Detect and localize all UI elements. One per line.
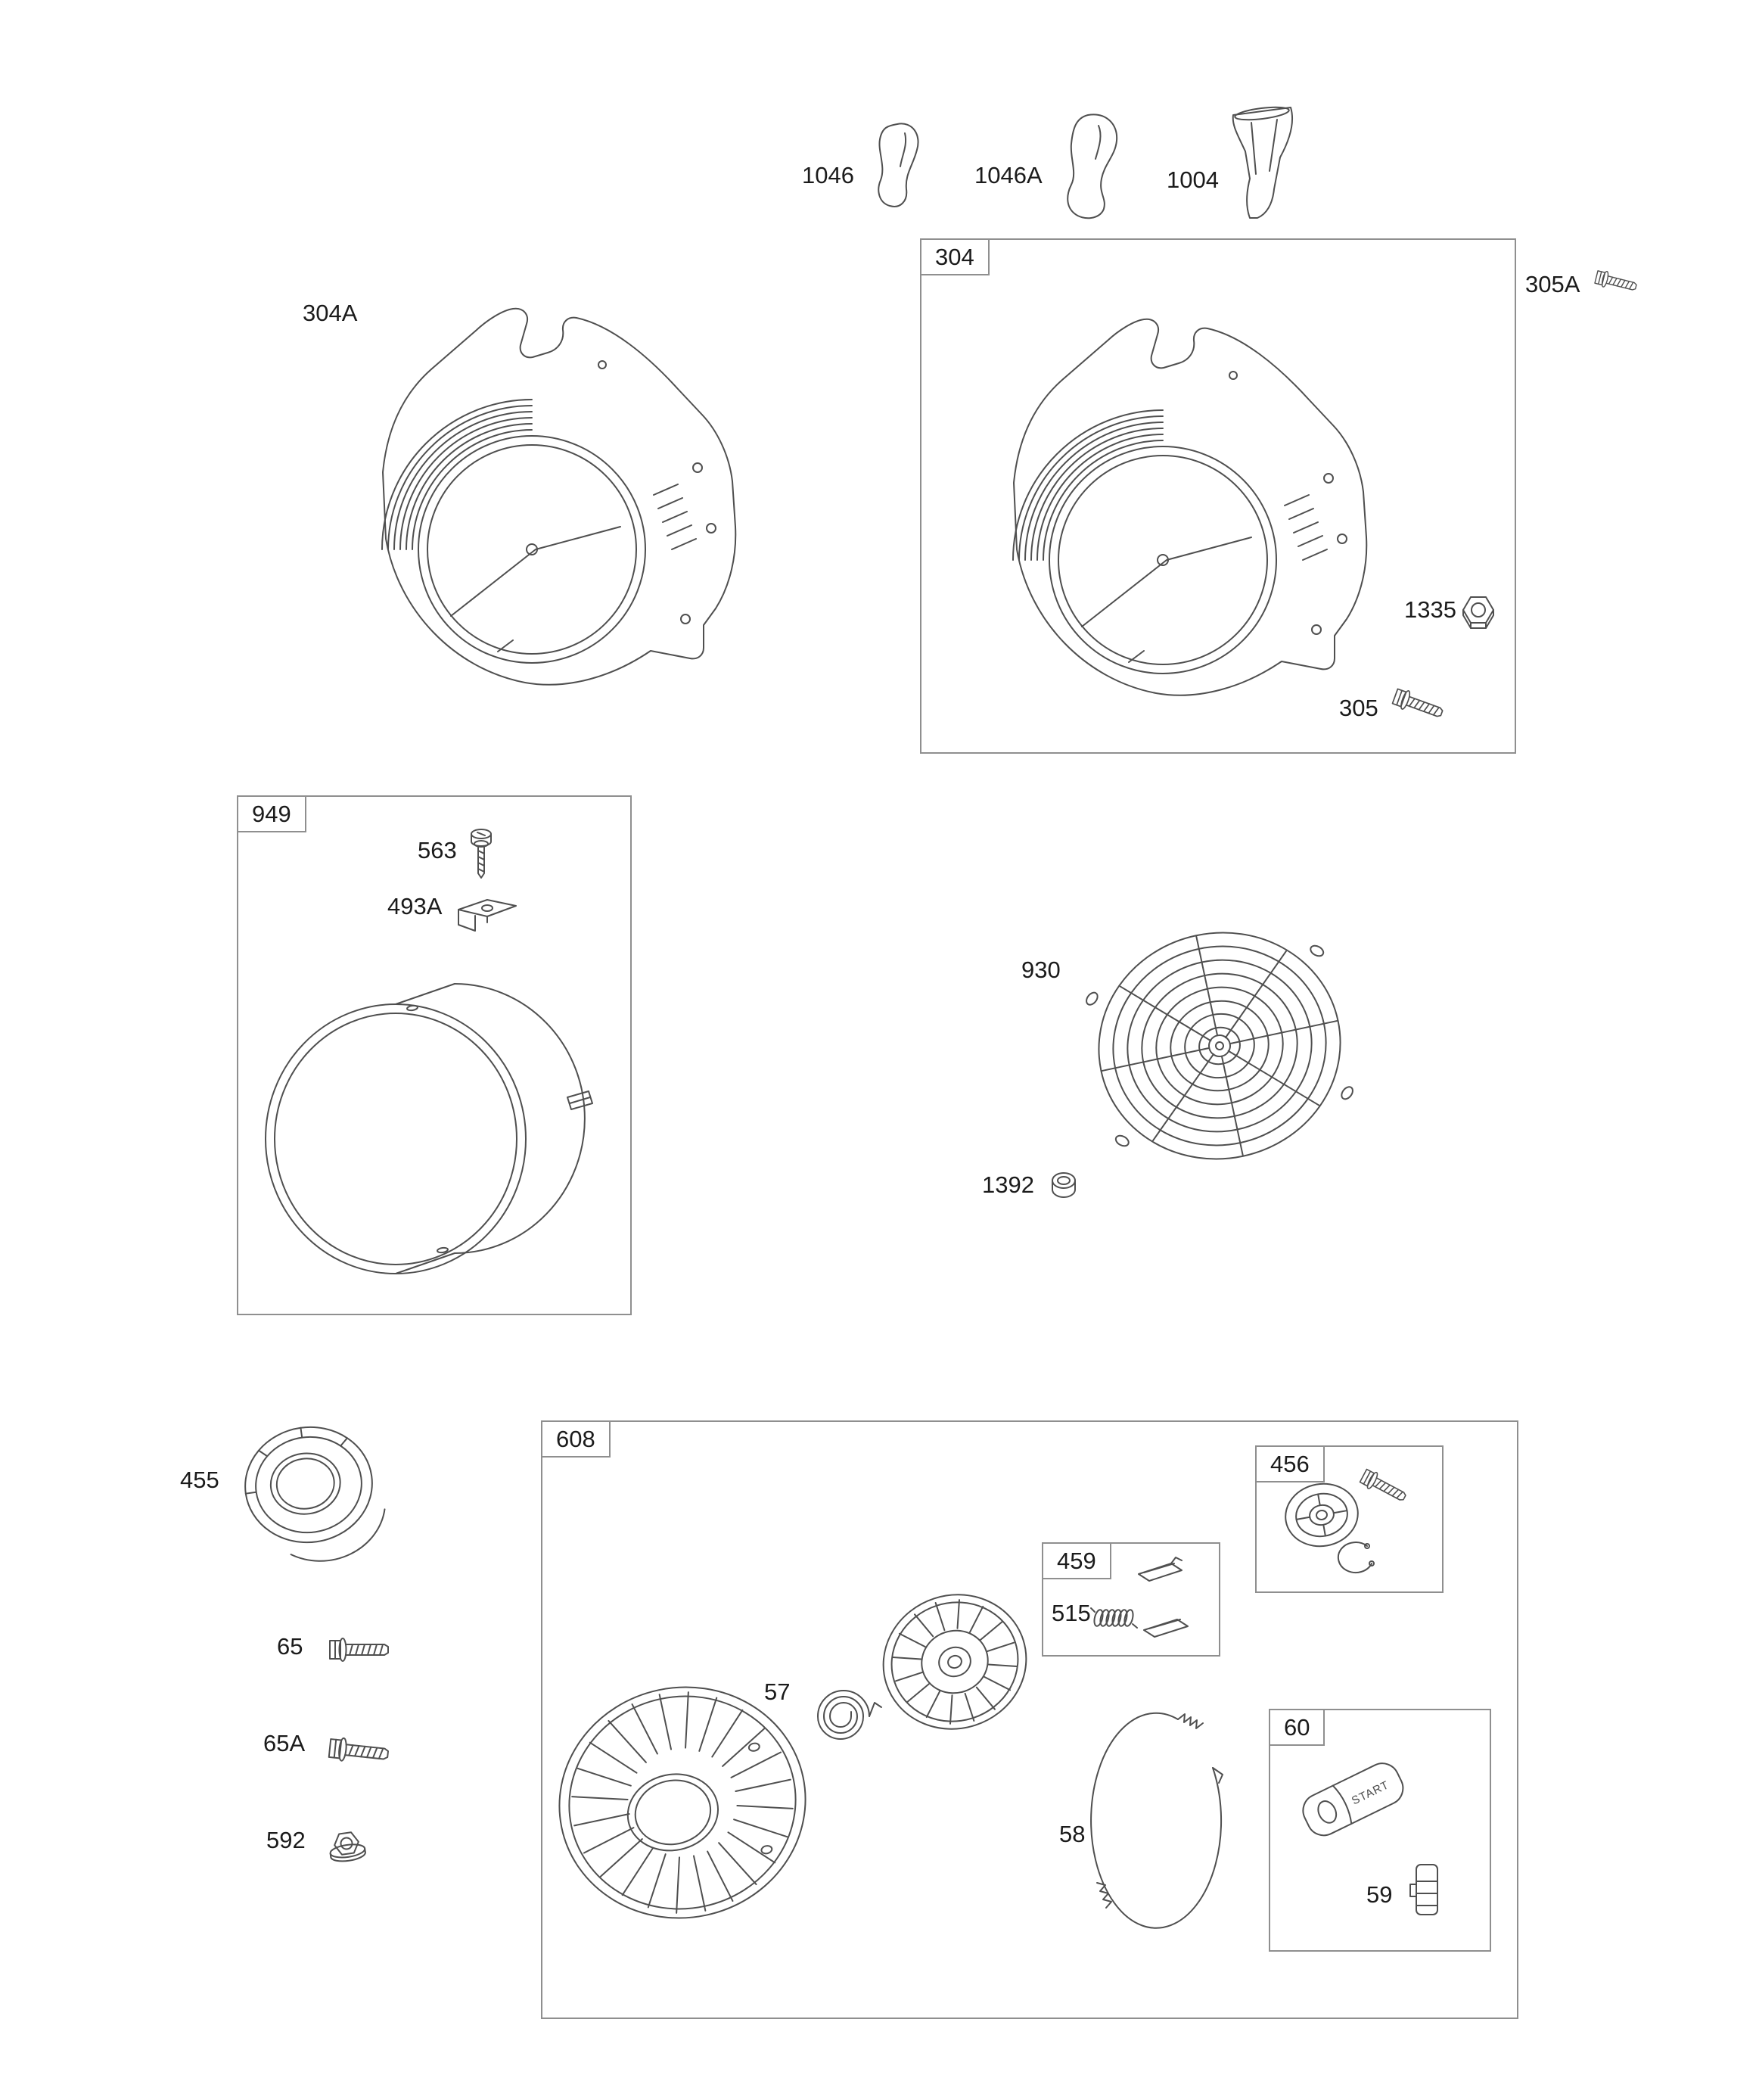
- group-box-60: 60: [1269, 1709, 1491, 1952]
- part-1004-chute: [1232, 106, 1294, 219]
- label-305A: 305A: [1525, 271, 1580, 297]
- label-1004: 1004: [1167, 166, 1219, 193]
- group-box-456: 456: [1255, 1445, 1444, 1593]
- part-60-starter-handle: START: [1302, 1762, 1404, 1837]
- part-65A-bolt: [328, 1736, 390, 1766]
- part-59-handle-insert: [1409, 1864, 1438, 1915]
- label-493A: 493A: [387, 893, 443, 919]
- group-box-60-tag: 60: [1269, 1709, 1325, 1747]
- part-515-spring: [1090, 1607, 1138, 1629]
- part-493A-bracket: [458, 899, 517, 932]
- group-box-459-tag: 459: [1042, 1542, 1111, 1580]
- label-57: 57: [764, 1678, 791, 1705]
- part-563-screw: [471, 829, 492, 879]
- part-1392-grommet: [1052, 1172, 1076, 1198]
- part-592-flange-nut: [329, 1831, 366, 1862]
- part-459-pawl-lower: [1143, 1619, 1189, 1638]
- label-930: 930: [1021, 957, 1061, 983]
- label-1335: 1335: [1404, 596, 1456, 623]
- part-1046-cover: [878, 123, 919, 207]
- label-1046: 1046: [802, 162, 854, 188]
- group-box-608: 608: [541, 1420, 1518, 2019]
- part-305A-bolt: [1593, 269, 1639, 295]
- label-58: 58: [1059, 1821, 1086, 1847]
- part-949-blower-housing-cover: [265, 983, 593, 1274]
- part-608-starter-housing: [558, 1686, 806, 1919]
- part-455-bushing: [244, 1426, 386, 1562]
- label-1392: 1392: [982, 1171, 1034, 1198]
- group-box-304: 304: [920, 238, 1516, 754]
- group-box-608-tag: 608: [541, 1420, 611, 1458]
- label-65: 65: [277, 1633, 303, 1660]
- group-box-949: 949: [237, 795, 632, 1315]
- part-304-blower-housing: [1012, 318, 1368, 696]
- part-65-bolt: [329, 1638, 389, 1662]
- part-608-pulley: [882, 1594, 1027, 1730]
- part-57-rewind-spring: [817, 1690, 882, 1740]
- part-459-pawl-upper: [1138, 1557, 1183, 1582]
- part-1046A-cover: [1067, 114, 1118, 219]
- group-box-304-tag: 304: [920, 238, 990, 276]
- label-59: 59: [1366, 1881, 1393, 1908]
- part-456-starter-clutch: [1285, 1467, 1409, 1574]
- group-box-949-tag: 949: [237, 795, 306, 833]
- label-455: 455: [180, 1467, 219, 1493]
- part-305-bolt: [1391, 686, 1446, 723]
- part-304A-blower-housing: [381, 307, 737, 686]
- handle-start-text: START: [1350, 1778, 1391, 1807]
- label-65A: 65A: [263, 1730, 306, 1756]
- label-305: 305: [1339, 695, 1378, 721]
- label-592: 592: [266, 1827, 306, 1853]
- part-1335-nut: [1462, 596, 1494, 629]
- part-58-spring: [1090, 1712, 1223, 1929]
- group-box-459: 459: [1042, 1542, 1220, 1657]
- label-515: 515: [1052, 1600, 1091, 1626]
- part-930-fan-guard: [1086, 932, 1353, 1160]
- label-1046A: 1046A: [974, 162, 1043, 188]
- label-304A: 304A: [303, 300, 358, 326]
- label-563: 563: [418, 837, 457, 863]
- group-box-456-tag: 456: [1255, 1445, 1325, 1483]
